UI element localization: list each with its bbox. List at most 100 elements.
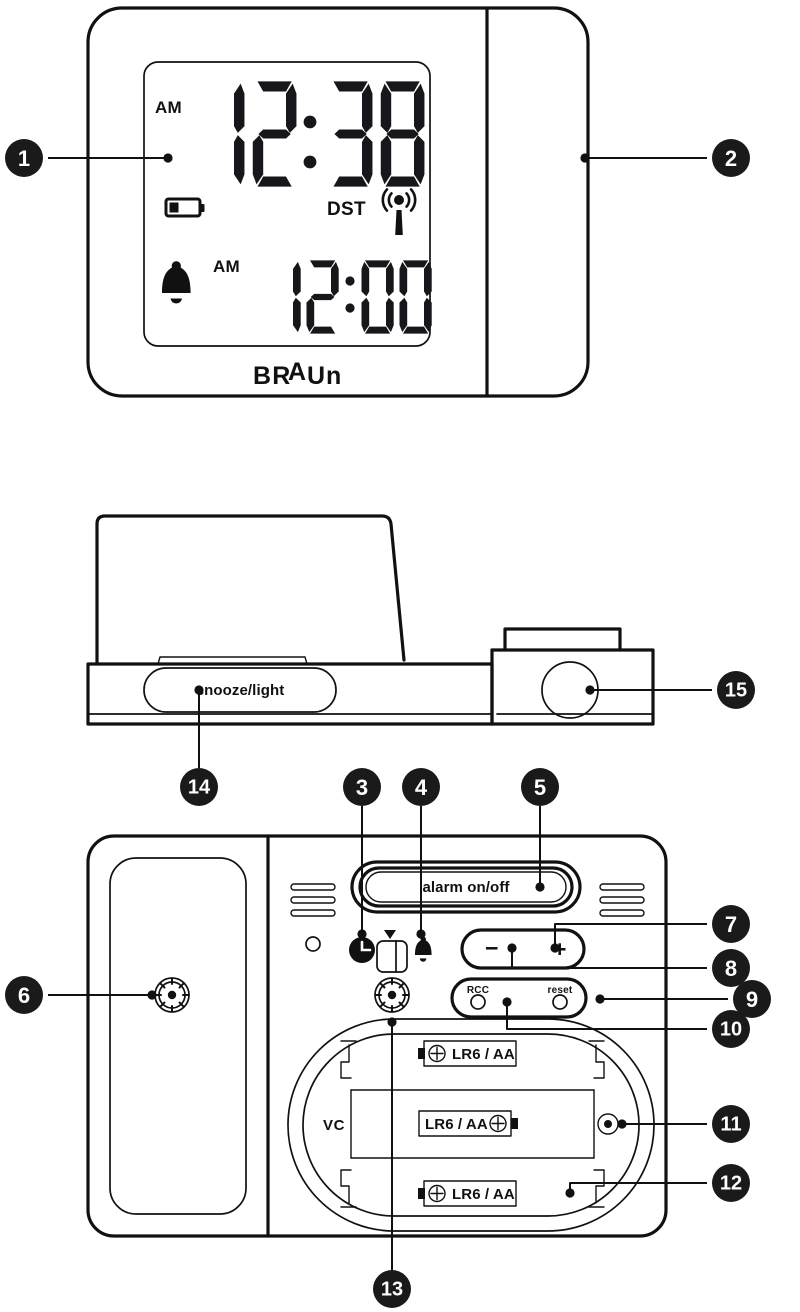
- callout-13-center-brightness-dial: 13: [373, 1270, 411, 1308]
- callout-6-brightness-dial: 6: [5, 976, 43, 1014]
- alarm-time-digits: [293, 260, 432, 334]
- alarm-on-off-button[interactable]: [350, 860, 582, 914]
- mode-slide-switch[interactable]: [376, 930, 408, 973]
- top-view: snooze/light: [86, 514, 655, 726]
- callout-disc: [373, 1270, 411, 1308]
- callout-11-screw: 11: [712, 1105, 750, 1143]
- callout-3-clock-icon: 3: [343, 768, 381, 806]
- projector-tower-outline: [95, 514, 406, 666]
- speaker-vents-right: [599, 883, 645, 917]
- brightness-dial-left[interactable]: [154, 977, 190, 1013]
- alarm-on-off-label: alarm on/off: [422, 879, 510, 896]
- callout-disc: [712, 1105, 750, 1143]
- battery-label-top: LR6 / AA: [452, 1046, 515, 1063]
- speaker-vents-left: [290, 883, 336, 917]
- callout-number: 9: [746, 987, 758, 1012]
- rcc-signal-icon: [381, 188, 417, 235]
- callout-number: 1: [18, 146, 30, 171]
- snooze-light-button[interactable]: [143, 667, 337, 713]
- battery-cell-top: LR6 / AA: [418, 1040, 517, 1067]
- rcc-reset-group[interactable]: [450, 977, 588, 1019]
- callout-8-minus-button: 8: [712, 949, 750, 987]
- callout-2-projector-head: 2: [712, 139, 750, 177]
- callout-disc: [521, 768, 559, 806]
- reset-hole: [552, 994, 568, 1010]
- callout-15-projector-lens: 15: [717, 671, 755, 709]
- callout-1-display: 1: [5, 139, 43, 177]
- projector-block-outline: [490, 648, 655, 726]
- snooze-light-label: snooze/light: [196, 682, 285, 699]
- battery-label-bottom: LR6 / AA: [452, 1186, 515, 1203]
- callout-number: 12: [720, 1173, 742, 1195]
- battery-cell-middle: LR6 / AA: [418, 1110, 518, 1137]
- callout-disc: [717, 671, 755, 709]
- rcc-hole: [470, 994, 486, 1010]
- screw-point-icon: [597, 1113, 619, 1135]
- svg-text:n: n: [326, 362, 342, 390]
- callout-number: 2: [725, 146, 737, 171]
- front-body-outline: [86, 6, 590, 398]
- callout-number: 13: [381, 1279, 403, 1301]
- callout-number: 6: [18, 983, 30, 1008]
- bell-icon-rear: [415, 936, 432, 962]
- alarm-ampm-label: AM: [213, 257, 240, 276]
- callout-disc: [5, 139, 43, 177]
- main-time-digits: [234, 81, 425, 187]
- leader-lines: [48, 153, 728, 1270]
- rear-left-plate: [109, 857, 247, 1215]
- callout-10-rcc-hole: 10: [712, 1010, 750, 1048]
- sensor-hole: [305, 936, 321, 952]
- callout-number: 15: [725, 680, 747, 702]
- callout-number: 10: [720, 1019, 742, 1041]
- callout-disc: [343, 768, 381, 806]
- callout-number: 5: [534, 775, 546, 800]
- minus-label: −: [485, 935, 498, 961]
- callout-disc: [712, 905, 750, 943]
- lcd-bezel: [143, 61, 431, 347]
- callout-disc: [180, 768, 218, 806]
- callout-12-battery-compartment: 12: [712, 1164, 750, 1202]
- callout-number: 7: [725, 912, 737, 937]
- callout-7-plus-button: 7: [712, 905, 750, 943]
- callout-number: 3: [356, 775, 368, 800]
- rear-body-outline: [86, 834, 668, 1238]
- callout-disc: [712, 1010, 750, 1048]
- callout-disc: [712, 139, 750, 177]
- top-lip: [157, 656, 308, 665]
- callout-number: 11: [720, 1114, 741, 1136]
- reset-label: reset: [548, 985, 573, 996]
- callout-4-bell-icon: 4: [402, 768, 440, 806]
- callout-disc: [5, 976, 43, 1014]
- alarm-bell-icon: [162, 261, 191, 304]
- dst-label: DST: [327, 199, 366, 220]
- battery-label-middle: LR6 / AA: [425, 1116, 488, 1133]
- front-view: AM: [86, 6, 590, 398]
- callout-disc: [733, 980, 771, 1018]
- callout-number: 14: [188, 777, 211, 799]
- callout-5-alarm-button: 5: [521, 768, 559, 806]
- vc-marking: VC: [323, 1117, 345, 1134]
- battery-low-icon: [164, 197, 205, 218]
- brand-logo: BR A U n: [253, 358, 342, 390]
- clock-icon: [349, 937, 375, 963]
- top-base-outline: [86, 662, 494, 726]
- main-ampm-label: AM: [155, 98, 182, 117]
- svg-text:BR: BR: [253, 362, 292, 390]
- rcc-label: RCC: [467, 985, 489, 996]
- callout-14-snooze-light-button: 14: [180, 768, 218, 806]
- svg-text:U: U: [307, 362, 326, 390]
- plus-label: +: [553, 936, 566, 962]
- callout-number: 4: [415, 775, 428, 800]
- brightness-dial-center[interactable]: [374, 977, 410, 1013]
- rear-view: alarm on/off − +: [86, 834, 668, 1238]
- callout-disc: [402, 768, 440, 806]
- callout-disc: [712, 1164, 750, 1202]
- svg-text:A: A: [288, 358, 307, 386]
- battery-cell-bottom: LR6 / AA: [418, 1180, 517, 1207]
- projector-riser: [503, 627, 622, 652]
- callout-9-reset-hole: 9: [733, 980, 771, 1018]
- callout-disc: [712, 949, 750, 987]
